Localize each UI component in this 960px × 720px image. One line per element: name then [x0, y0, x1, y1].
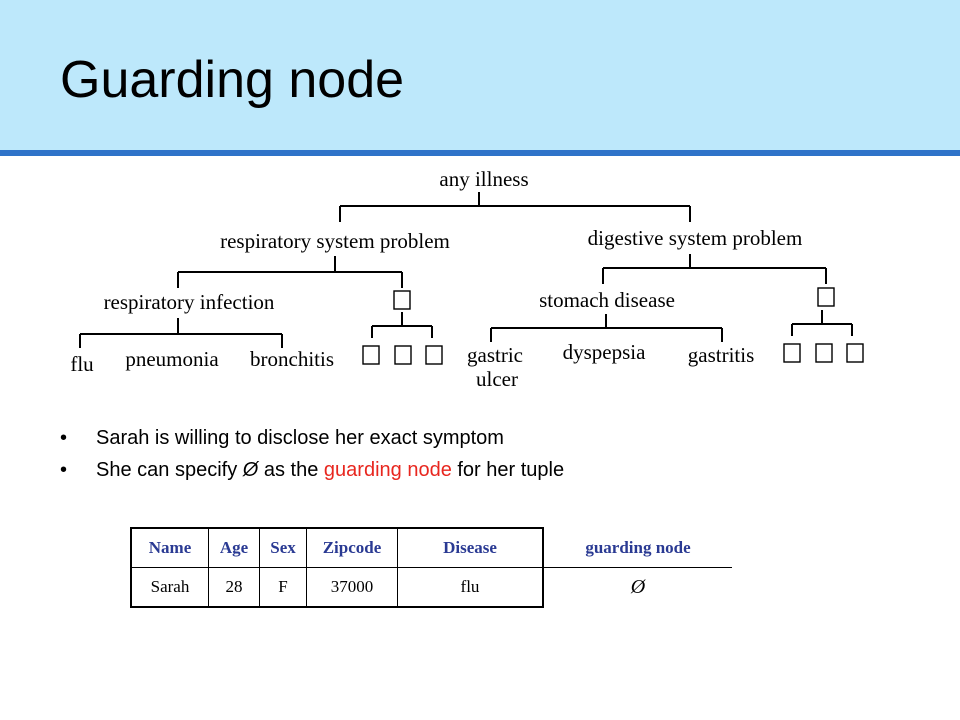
col-header-guarding-node: guarding node [543, 528, 732, 568]
unknown-node-box-icon [815, 343, 833, 363]
col-header-sex: Sex [259, 527, 307, 568]
tree-leaf-gastric: gastric [467, 343, 523, 367]
tuple-table: Name Age Sex Zipcode Disease guarding no… [130, 527, 732, 608]
bullet-text: Sarah is willing to disclose her exact s… [96, 427, 504, 449]
page-title: Guarding node [60, 51, 405, 109]
tree-leaf-dyspepsia: dyspepsia [563, 340, 647, 364]
hierarchy-tree: any illness respiratory system problem d… [70, 167, 864, 391]
table-row: Sarah 28 F 37000 flu Ø [130, 567, 732, 608]
cell-zipcode: 37000 [306, 567, 398, 608]
tree-leaf-ulcer: ulcer [476, 367, 518, 391]
header-divider [0, 150, 960, 156]
unknown-node-box-icon [362, 345, 380, 365]
tree-leaf-pneumonia: pneumonia [125, 347, 219, 371]
empty-set-symbol: Ø [242, 459, 259, 481]
tree-leaf-bronchitis: bronchitis [250, 347, 334, 371]
cell-guarding-node: Ø [630, 576, 646, 598]
bullet-item: •She can specify Ø as the guarding node … [60, 454, 564, 486]
tree-node-respiratory-infection: respiratory infection [104, 290, 275, 314]
cell-disease: flu [397, 567, 544, 608]
unknown-node-box-icon [425, 345, 443, 365]
cell-name: Sarah [130, 567, 209, 608]
bullet-text: as the [258, 459, 324, 481]
slide-header [0, 0, 960, 150]
tree-node-digestive-system: digestive system problem [588, 226, 803, 250]
unknown-node-box-icon [393, 290, 411, 310]
tree-node-root: any illness [439, 167, 528, 191]
col-header-age: Age [208, 527, 260, 568]
unknown-node-box-icon [394, 345, 412, 365]
col-header-zipcode: Zipcode [306, 527, 398, 568]
tree-leaf-flu: flu [70, 352, 94, 376]
unknown-node-box-icon [817, 287, 835, 307]
tree-node-respiratory-system: respiratory system problem [220, 229, 450, 253]
unknown-node-box-icon [846, 343, 864, 363]
tree-node-stomach-disease: stomach disease [539, 288, 675, 312]
bullet-text: for her tuple [451, 459, 565, 481]
bullet-text: She can specify [96, 459, 243, 481]
col-header-name: Name [130, 527, 209, 568]
bullet-list: • Sarah is willing to disclose her exact … [60, 422, 564, 486]
col-header-disease: Disease [397, 527, 544, 568]
highlighted-term: guarding node [323, 459, 452, 481]
bullet-icon: • [60, 427, 68, 449]
table-header-row: Name Age Sex Zipcode Disease guarding no… [130, 527, 732, 568]
cell-sex: F [259, 567, 307, 608]
bullet-icon: • [60, 459, 68, 481]
cell-age: 28 [208, 567, 260, 608]
unknown-node-box-icon [783, 343, 801, 363]
tree-leaf-gastritis: gastritis [688, 343, 755, 367]
bullet-item: • Sarah is willing to disclose her exact … [60, 422, 564, 454]
